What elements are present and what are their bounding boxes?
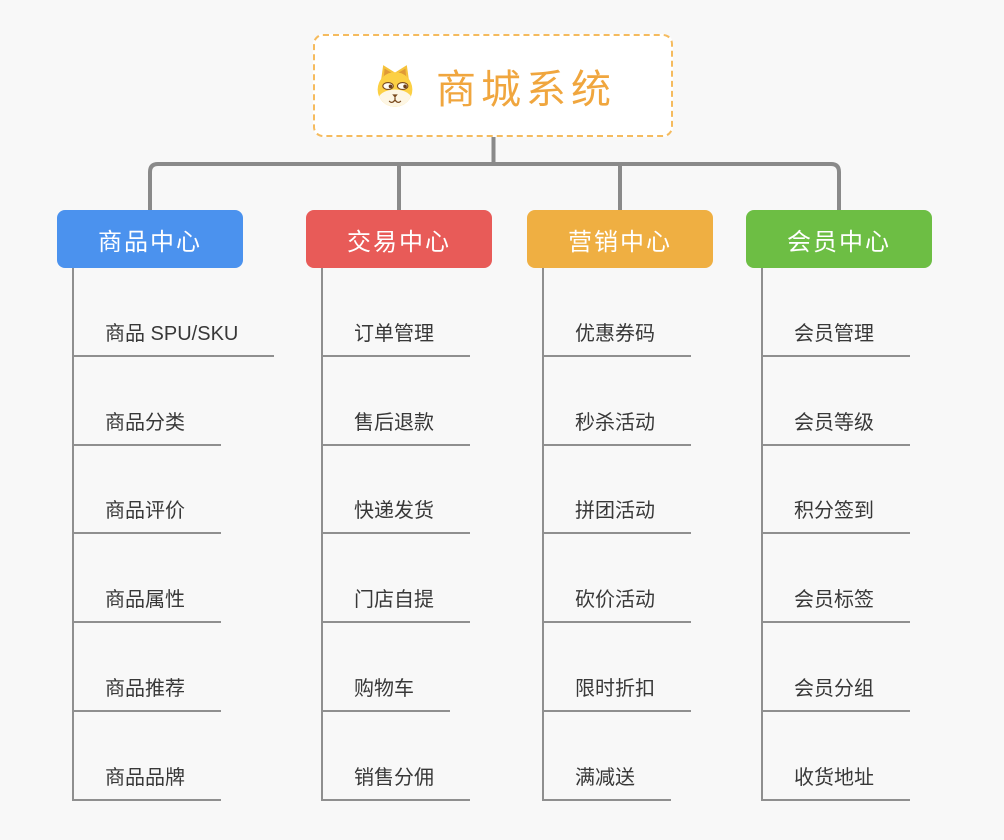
leaf-item: 商品 SPU/SKU [72, 268, 275, 357]
leaf-node[interactable]: 积分签到 [761, 494, 910, 535]
leaf-node[interactable]: 门店自提 [321, 583, 470, 624]
leaf-node[interactable]: 商品属性 [72, 583, 221, 624]
branch-marketing-center: 营销中心 优惠券码 秒杀活动 拼团活动 砍价活动 限时折扣 满减送 [527, 210, 713, 801]
leaf-node[interactable]: 商品品牌 [72, 761, 221, 801]
leaf-item: 会员管理 [761, 268, 932, 357]
leaf-node[interactable]: 限时折扣 [542, 672, 691, 712]
leaf-node[interactable]: 满减送 [542, 761, 671, 801]
branch-member-center: 会员中心 会员管理 会员等级 积分签到 会员标签 会员分组 收货地址 [746, 210, 932, 801]
leaf-item: 商品属性 [72, 534, 243, 624]
leaf-item: 商品品牌 [72, 712, 243, 801]
bus-line [148, 162, 841, 211]
leaf-item: 订单管理 [321, 268, 492, 357]
leaf-node[interactable]: 拼团活动 [542, 494, 691, 535]
leaf-list-trade-center: 订单管理 售后退款 快递发货 门店自提 购物车 销售分佣 [321, 268, 492, 801]
leaf-node[interactable]: 秒杀活动 [542, 406, 691, 446]
leaf-item: 会员等级 [761, 357, 932, 446]
leaf-node[interactable]: 购物车 [321, 672, 450, 712]
leaf-list-product-center: 商品 SPU/SKU 商品分类 商品评价 商品属性 商品推荐 商品品牌 [72, 268, 275, 801]
leaf-node[interactable]: 会员分组 [761, 672, 910, 712]
leaf-node[interactable]: 优惠券码 [542, 317, 691, 357]
root-node[interactable]: 商城系统 [313, 34, 673, 137]
branch-trade-center: 交易中心 订单管理 售后退款 快递发货 门店自提 购物车 销售分佣 [306, 210, 492, 801]
leaf-node[interactable]: 商品评价 [72, 494, 221, 535]
branch-node-trade-center[interactable]: 交易中心 [306, 210, 492, 268]
dog-face-icon [377, 64, 413, 107]
leaf-node[interactable]: 收货地址 [761, 761, 910, 801]
leaf-item: 优惠券码 [542, 268, 713, 357]
leaf-item: 秒杀活动 [542, 357, 713, 446]
leaf-item: 会员分组 [761, 623, 932, 712]
leaf-node[interactable]: 售后退款 [321, 406, 470, 446]
leaf-node[interactable]: 会员等级 [761, 406, 910, 446]
leaf-node[interactable]: 会员管理 [761, 317, 910, 357]
leaf-node[interactable]: 会员标签 [761, 583, 910, 624]
leaf-item: 快递发货 [321, 446, 492, 535]
leaf-node[interactable]: 商品 SPU/SKU [72, 317, 275, 357]
leaf-item: 满减送 [542, 712, 713, 801]
leaf-item: 收货地址 [761, 712, 932, 801]
leaf-list-marketing-center: 优惠券码 秒杀活动 拼团活动 砍价活动 限时折扣 满减送 [542, 268, 713, 801]
branch-node-product-center[interactable]: 商品中心 [57, 210, 243, 268]
leaf-item: 门店自提 [321, 534, 492, 624]
leaf-item: 积分签到 [761, 446, 932, 535]
branch-node-member-center[interactable]: 会员中心 [746, 210, 932, 268]
leaf-item: 购物车 [321, 623, 492, 712]
leaf-item: 拼团活动 [542, 446, 713, 535]
branch-node-marketing-center[interactable]: 营销中心 [527, 210, 713, 268]
leaf-node[interactable]: 快递发货 [321, 494, 470, 535]
leaf-item: 销售分佣 [321, 712, 492, 801]
leaf-item: 砍价活动 [542, 534, 713, 624]
leaf-node[interactable]: 销售分佣 [321, 761, 470, 801]
leaf-item: 商品分类 [72, 357, 243, 446]
leaf-item: 限时折扣 [542, 623, 713, 712]
branch-product-center: 商品中心 商品 SPU/SKU 商品分类 商品评价 商品属性 商品推荐 商品品牌 [57, 210, 275, 801]
leaf-item: 商品推荐 [72, 623, 243, 712]
root-title: 商城系统 [436, 67, 616, 112]
leaf-item: 会员标签 [761, 534, 932, 624]
leaf-node[interactable]: 商品分类 [72, 406, 221, 446]
leaf-node[interactable]: 商品推荐 [72, 672, 221, 712]
leaf-item: 售后退款 [321, 357, 492, 446]
leaf-node[interactable]: 砍价活动 [542, 583, 691, 624]
leaf-item: 商品评价 [72, 446, 243, 535]
leaf-list-member-center: 会员管理 会员等级 积分签到 会员标签 会员分组 收货地址 [761, 268, 932, 801]
leaf-node[interactable]: 订单管理 [321, 317, 470, 357]
